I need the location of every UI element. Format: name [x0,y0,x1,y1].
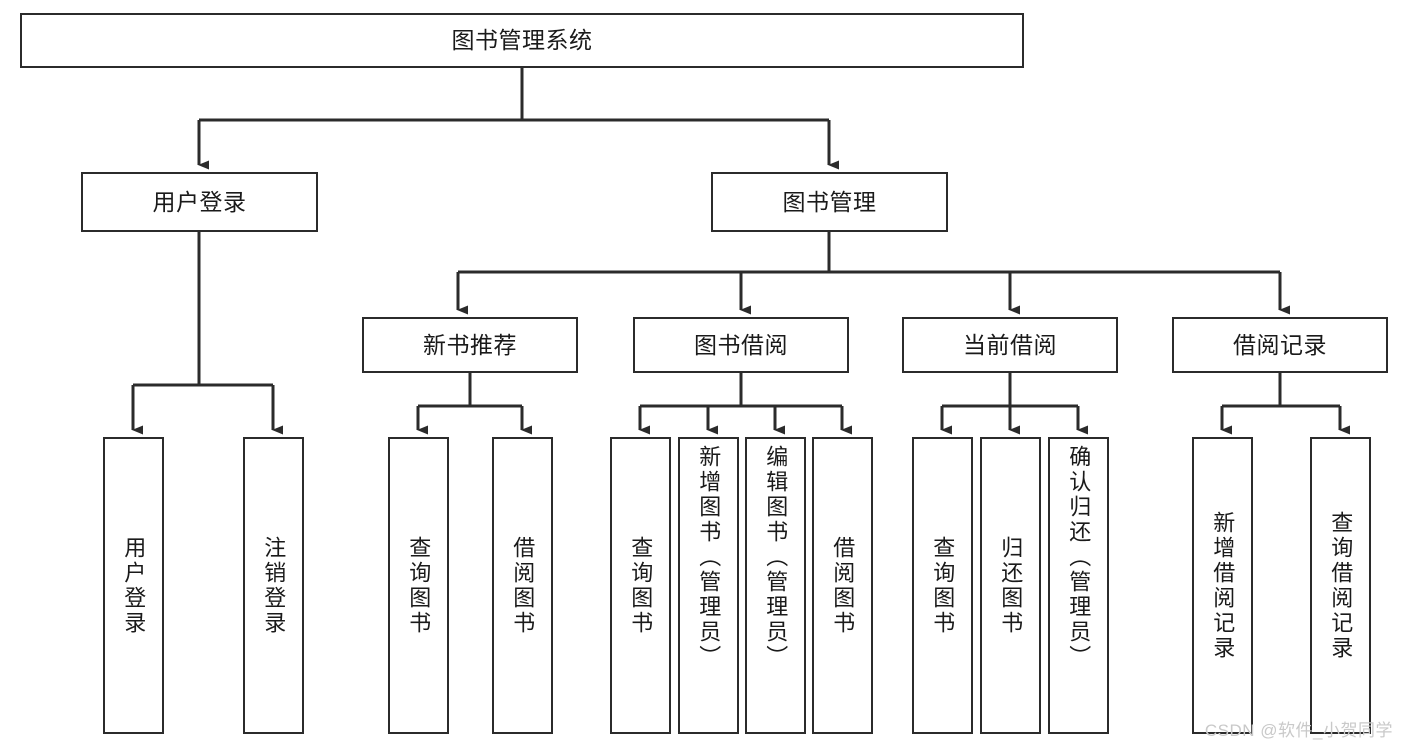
node-leaf-user-login[interactable]: 用户登录 [103,437,164,734]
node-leaf-query-record-label: 查询借阅记录 [1328,510,1354,661]
node-leaf-query-book-3[interactable]: 查询图书 [912,437,973,734]
node-leaf-borrow-book-2[interactable]: 借阅图书 [812,437,873,734]
node-leaf-add-record[interactable]: 新增借阅记录 [1192,437,1253,734]
node-leaf-add-book-label: 新增图书（管理员） [696,445,722,670]
node-leaf-borrow-book-1[interactable]: 借阅图书 [492,437,553,734]
node-root-label: 图书管理系统 [451,27,593,54]
node-leaf-query-book-3-label: 查询图书 [930,535,956,636]
node-borrow-record-label: 借阅记录 [1233,331,1327,358]
node-leaf-query-book-2[interactable]: 查询图书 [610,437,671,734]
watermark-text: CSDN @软件_小贺同学 [1204,721,1393,740]
node-book-borrow-label: 图书借阅 [694,331,788,358]
node-book-management[interactable]: 图书管理 [711,172,948,232]
node-leaf-confirm-return[interactable]: 确认归还（管理员） [1048,437,1109,734]
node-leaf-logout-login[interactable]: 注销登录 [243,437,304,734]
node-leaf-user-login-label: 用户登录 [121,535,147,636]
node-book-management-label: 图书管理 [782,188,877,215]
node-leaf-confirm-return-label: 确认归还（管理员） [1066,445,1092,670]
node-book-borrow[interactable]: 图书借阅 [633,317,849,373]
node-leaf-return-book-label: 归还图书 [998,535,1024,636]
node-new-book-recommend-label: 新书推荐 [423,331,517,358]
node-leaf-logout-login-label: 注销登录 [261,535,287,636]
node-leaf-query-book-2-label: 查询图书 [628,535,654,636]
node-leaf-edit-book[interactable]: 编辑图书（管理员） [745,437,806,734]
node-leaf-edit-book-label: 编辑图书（管理员） [763,445,789,670]
node-leaf-query-record[interactable]: 查询借阅记录 [1310,437,1371,734]
node-leaf-query-book-1[interactable]: 查询图书 [388,437,449,734]
node-leaf-query-book-1-label: 查询图书 [406,535,432,636]
node-leaf-borrow-book-1-label: 借阅图书 [510,535,536,636]
node-root[interactable]: 图书管理系统 [20,13,1024,68]
node-leaf-add-book[interactable]: 新增图书（管理员） [678,437,739,734]
node-user-login-label: 用户登录 [152,188,247,215]
node-current-borrow-label: 当前借阅 [963,331,1057,358]
node-borrow-record[interactable]: 借阅记录 [1172,317,1388,373]
node-user-login[interactable]: 用户登录 [81,172,318,232]
node-current-borrow[interactable]: 当前借阅 [902,317,1118,373]
node-leaf-borrow-book-2-label: 借阅图书 [830,535,856,636]
node-leaf-add-record-label: 新增借阅记录 [1210,510,1236,661]
node-leaf-return-book[interactable]: 归还图书 [980,437,1041,734]
node-new-book-recommend[interactable]: 新书推荐 [362,317,578,373]
